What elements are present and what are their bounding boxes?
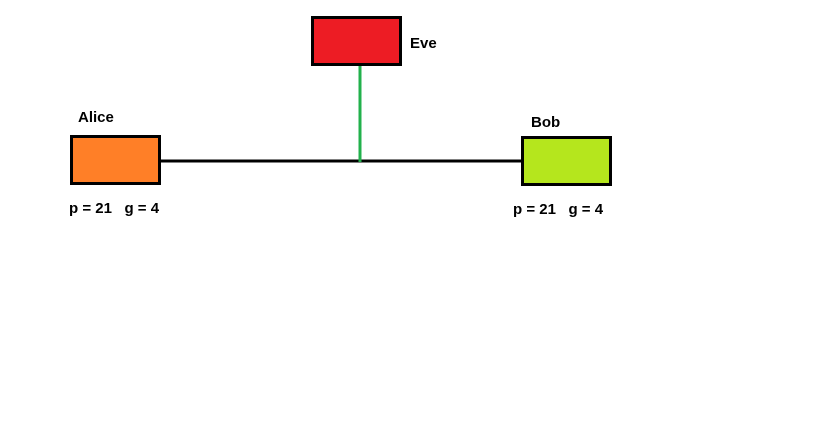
bob-label: Bob (531, 114, 561, 131)
alice-params: p = 21 g = 4 (69, 200, 160, 217)
eve-node-box (311, 16, 402, 66)
alice-label: Alice (78, 109, 114, 126)
eve-label: Eve (410, 35, 437, 52)
alice-node-box (70, 135, 161, 185)
bob-node-box (521, 136, 612, 186)
bob-params: p = 21 g = 4 (513, 201, 604, 218)
